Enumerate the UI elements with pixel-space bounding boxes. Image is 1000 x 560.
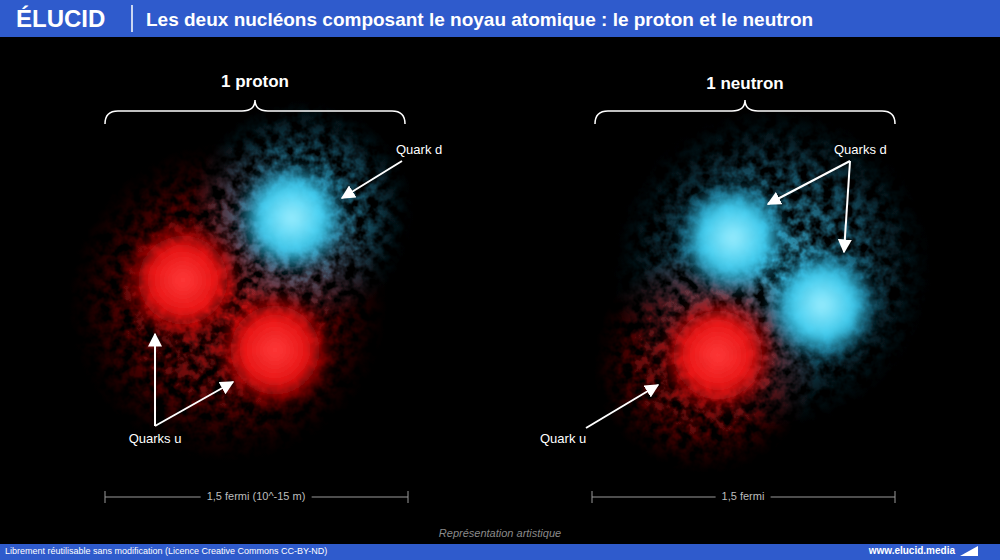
- dimension-label: 1,5 fermi (10^-15 m): [201, 490, 312, 503]
- dimension-tick: [592, 491, 593, 503]
- group-label: 1 proton: [221, 72, 289, 92]
- brand-logo: ÉLUCID: [16, 5, 105, 33]
- dimension-lines: [105, 491, 895, 503]
- neutron-figure: [593, 108, 932, 474]
- leader-arrow: [768, 161, 850, 204]
- leader-arrow: [154, 334, 156, 426]
- leader-arrow: [586, 385, 658, 428]
- callout-label: Quark d: [396, 143, 442, 158]
- license-note: Librement réutilisable sans modification…: [5, 546, 327, 556]
- quark-d: [764, 247, 880, 363]
- dimension-label: 1,5 fermi: [716, 490, 771, 503]
- callout-label: Quarks u: [129, 432, 182, 447]
- logo-mark: [960, 546, 978, 556]
- dimension-tick: [105, 491, 106, 503]
- separator-line: [131, 5, 133, 32]
- leader-arrow: [342, 161, 402, 198]
- proton-figure: [68, 100, 414, 462]
- quark-d: [234, 160, 350, 276]
- leader-lines: [155, 161, 850, 428]
- quark-u: [658, 295, 778, 415]
- website: www.elucid.media: [869, 545, 955, 557]
- callout-label: Quark u: [540, 432, 586, 447]
- dimension-tick: [408, 491, 409, 503]
- leader-arrow: [155, 382, 233, 426]
- header-bar: [0, 0, 1000, 37]
- group-label: 1 neutron: [706, 74, 783, 94]
- footer-bar: [0, 544, 1000, 560]
- title: Les deux nucléons composant le noyau ato…: [146, 9, 813, 31]
- quark-u: [215, 290, 335, 410]
- bracket: [595, 100, 895, 124]
- caption: Représentation artistique: [439, 527, 561, 540]
- bracket: [105, 100, 405, 124]
- leader-arrow: [844, 161, 850, 252]
- callout-label: Quarks d: [834, 143, 887, 158]
- dimension-tick: [895, 491, 896, 503]
